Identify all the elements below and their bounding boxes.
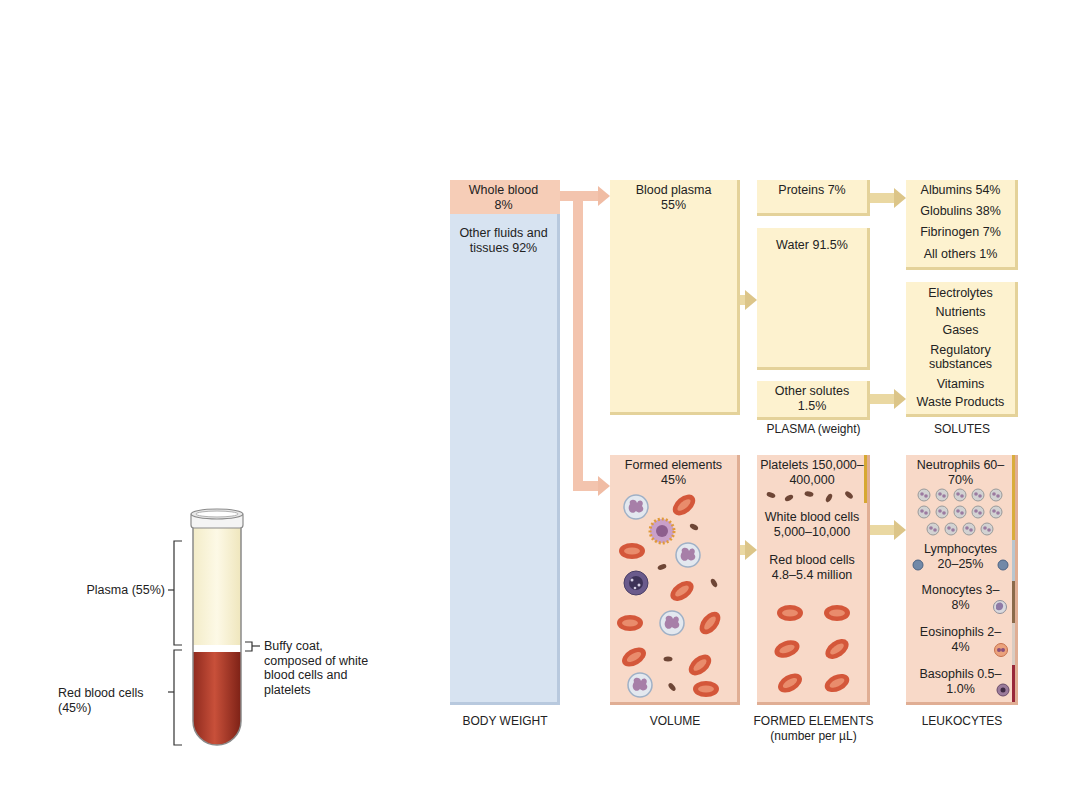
- flow-arrow: [560, 196, 598, 486]
- node-text: Eosinophils 2–4%: [916, 625, 1006, 654]
- node-text: Globulins 38%: [908, 204, 1014, 219]
- flow-arrow: [870, 525, 894, 535]
- node-text: Other fluids and tissues 92%: [458, 226, 550, 255]
- column-heading: BODY WEIGHT: [450, 714, 560, 729]
- flow-arrow: [740, 295, 745, 305]
- node-text: All others 1%: [908, 247, 1014, 262]
- node-text: Gases: [911, 323, 1011, 338]
- flow-arrow: [740, 545, 745, 555]
- node-text: Formed elements 45%: [621, 458, 727, 487]
- column-heading: PLASMA (weight): [757, 422, 870, 437]
- column-heading: FORMED ELEMENTS (number per µL): [744, 714, 883, 743]
- node-text: Vitamins: [911, 377, 1011, 392]
- node-text: Lymphocytes 20–25%: [916, 542, 1006, 571]
- node-text: Water 91.5%: [766, 238, 858, 253]
- node-text: Albumins 54%: [908, 183, 1014, 198]
- tube-label: Buffy coat, composed of white blood cell…: [264, 639, 376, 697]
- node-text: Neutrophils 60–70%: [916, 458, 1006, 487]
- node-text: Waste Products: [911, 395, 1011, 410]
- node-text: Blood plasma 55%: [628, 183, 720, 212]
- body-weight-column: Other fluids and tissues 92%: [450, 214, 560, 705]
- flow-arrow: [870, 193, 894, 203]
- node-text: Monocytes 3–8%: [916, 583, 1006, 612]
- node-text: White blood cells 5,000–10,000: [759, 510, 865, 539]
- formed-elements-box: Formed elements 45%: [610, 455, 740, 705]
- water-box: Water 91.5%: [757, 228, 870, 370]
- flow-arrow: [870, 394, 894, 404]
- column-heading: SOLUTES: [906, 422, 1018, 437]
- leukocyte-icons: [906, 455, 1015, 702]
- proteins-box: Proteins 7%: [757, 180, 870, 216]
- solutes-box: ElectrolytesNutrientsGasesRegulatory sub…: [906, 282, 1018, 417]
- tube-label: Plasma (55%): [55, 583, 165, 598]
- plasma-proteins-box: Albumins 54% Globulins 38% Fibrinogen 7% Al…: [906, 180, 1018, 270]
- node-text: Proteins 7%: [770, 183, 854, 198]
- cell-counts-box: Platelets 150,000–400,000White blood cel…: [757, 455, 870, 705]
- node-text: Red blood cells 4.8–5.4 million: [759, 553, 865, 582]
- node-text: Nutrients: [911, 305, 1011, 320]
- node-text: Platelets 150,000–400,000: [759, 458, 865, 487]
- node-text: Fibrinogen 7%: [908, 225, 1014, 240]
- column-heading: VOLUME: [610, 714, 740, 729]
- node-text: Regulatory substances: [911, 343, 1011, 372]
- other-solutes-box: Other solutes 1.5%: [757, 381, 870, 420]
- plasma-box: Blood plasma 55%: [610, 180, 740, 415]
- column-heading: LEUKOCYTES: [906, 714, 1018, 729]
- blood-cells-illustration: [610, 455, 737, 702]
- node-text: Other solutes 1.5%: [762, 384, 862, 413]
- node-text: Electrolytes: [911, 286, 1011, 301]
- leukocytes-box: Neutrophils 60–70% Lymphocytes 20–25% Mono…: [906, 455, 1018, 705]
- node-text: Whole blood 8%: [462, 183, 546, 212]
- node-text: Basophils 0.5–1.0%: [916, 667, 1006, 696]
- tube-label: Red blood cells (45%): [58, 686, 158, 715]
